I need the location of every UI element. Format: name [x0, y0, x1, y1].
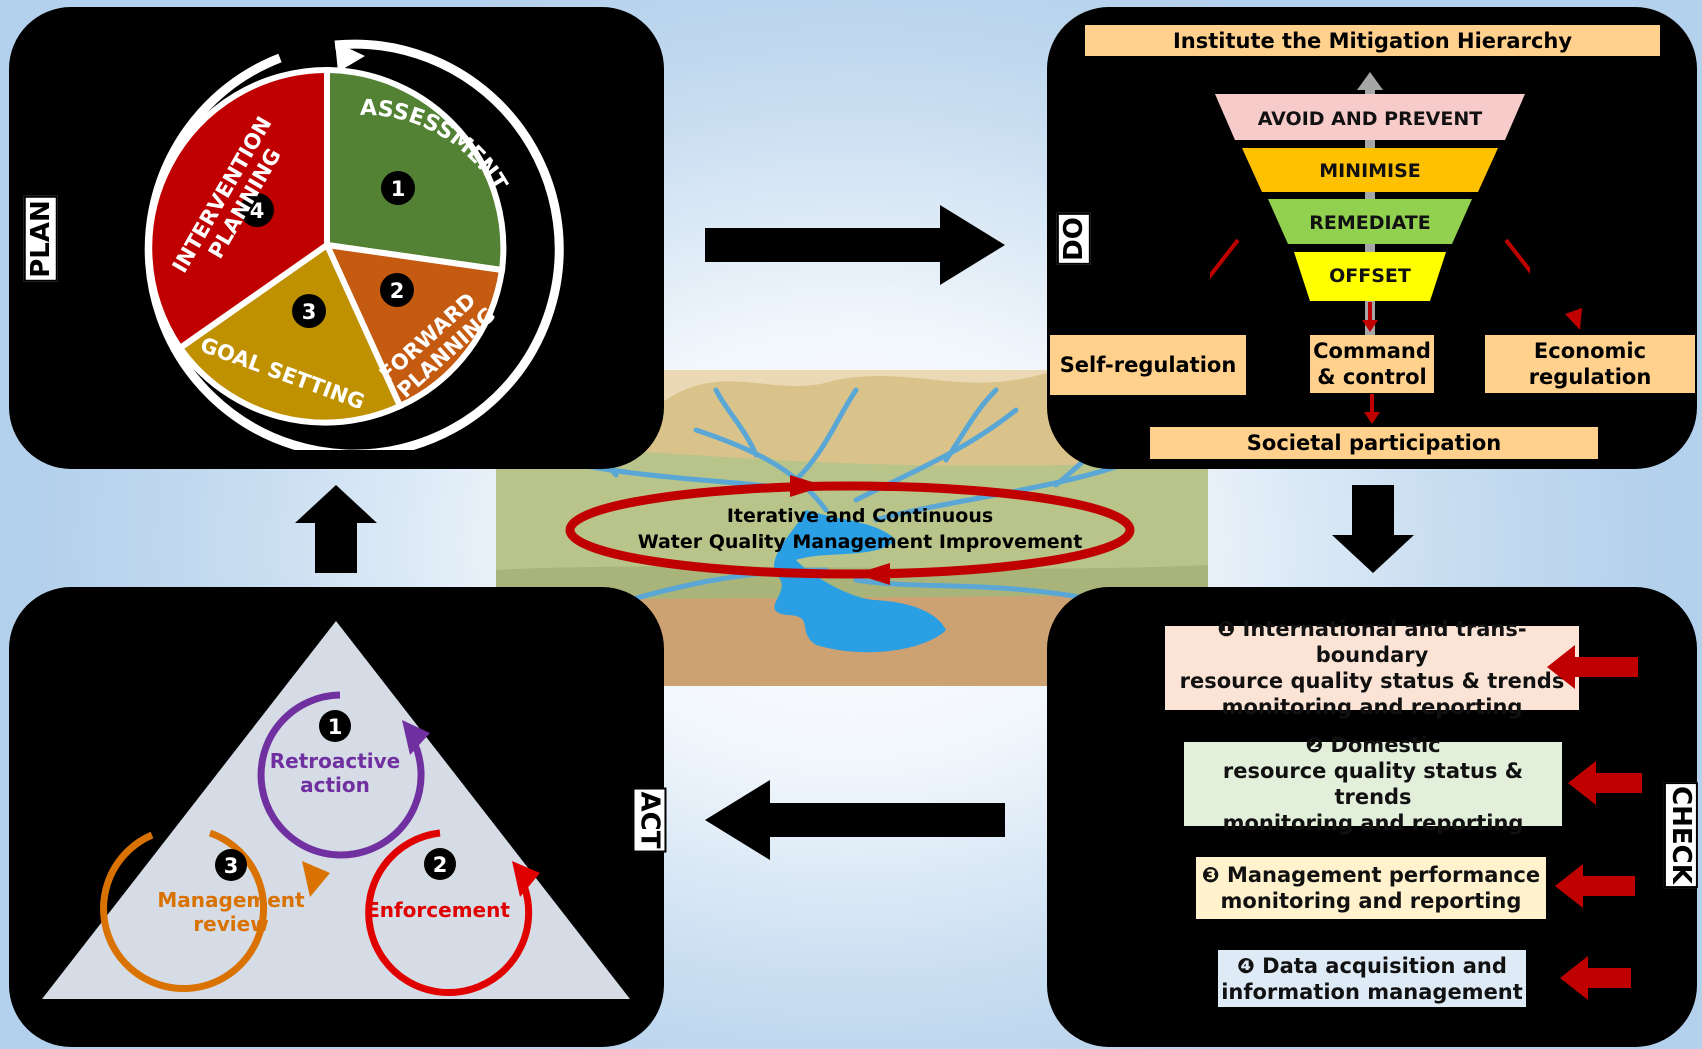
arrow-to-economic	[1565, 308, 1582, 330]
retroactive-number: 1	[328, 715, 343, 739]
loop-arrowhead-bottom	[855, 563, 890, 585]
enforcement-label: Enforcement	[366, 898, 510, 922]
tier-remediate-label: REMEDIATE	[1309, 212, 1431, 234]
do-label: DO	[1056, 213, 1091, 265]
loop-arrowhead-top	[790, 475, 825, 497]
arrow-do-to-check	[1332, 485, 1414, 573]
intervention-number: 4	[250, 199, 265, 223]
tier-avoid-prevent-label: AVOID AND PREVENT	[1258, 108, 1483, 130]
check-arrow-4	[1560, 956, 1631, 1000]
act-triangle-diagram: 1 2 3 Retroactive action Enforcement Man…	[42, 621, 630, 999]
management-label-line1: Management	[157, 888, 305, 912]
forward-planning-number: 2	[390, 279, 405, 303]
economic-regulation-box: Economic regulation	[1485, 335, 1695, 393]
assessment-number: 1	[391, 177, 406, 201]
tier-remediate	[1268, 199, 1472, 244]
arrow-to-societal	[1364, 394, 1380, 424]
retroactive-cycle	[257, 691, 425, 859]
management-review-cycle	[100, 829, 268, 992]
retroactive-label-line1: Retroactive	[270, 749, 401, 773]
segment-intervention-planning	[146, 66, 330, 353]
mitigation-banner: Institute the Mitigation Hierarchy	[1085, 25, 1660, 56]
command-line2: & control	[1317, 365, 1427, 389]
loop-caption-line2: Water Quality Management Improvement	[637, 531, 1083, 553]
loop-caption-line1: Iterative and Continuous	[726, 505, 994, 527]
check-arrow-3	[1555, 864, 1635, 908]
check-item-4: ❹ Data acquisition and information manag…	[1218, 950, 1526, 1007]
enforcement-cycle	[365, 829, 533, 997]
check-arrow-2	[1568, 761, 1642, 805]
check-arrows	[1547, 645, 1642, 1000]
act-triangle	[42, 621, 630, 999]
plan-cycle-wheel: 1 2 3 4 ASSESSMENT FORWARD PLANNING GOAL…	[144, 39, 564, 450]
check-item-2: ❷ Domestic resource quality status & tre…	[1184, 733, 1562, 835]
check-arrow-1	[1547, 645, 1638, 689]
command-control-box: Command & control	[1310, 335, 1434, 393]
check-item-3: ❸ Management performance monitoring and …	[1196, 857, 1546, 919]
retroactive-label-line2: action	[300, 773, 370, 797]
tier-offset	[1294, 252, 1446, 301]
command-line1: Command	[1313, 339, 1431, 363]
tier-minimise	[1242, 148, 1498, 192]
management-review-number: 3	[224, 854, 239, 878]
tier-avoid-prevent	[1215, 94, 1525, 140]
societal-participation-box: Societal participation	[1150, 427, 1598, 459]
economic-line1: Economic	[1533, 339, 1647, 363]
enforcement-number: 2	[433, 853, 448, 877]
tier-minimise-label: MINIMISE	[1319, 160, 1421, 182]
plan-label: PLAN	[23, 196, 58, 282]
segment-assessment	[324, 66, 507, 274]
arrow-plan-to-do	[705, 205, 1005, 285]
mitigation-funnel: AVOID AND PREVENT MINIMISE REMEDIATE OFF…	[1210, 72, 1530, 338]
goal-setting-number: 3	[302, 300, 317, 324]
segment-forward-planning	[322, 241, 506, 410]
arrow-check-to-act	[705, 780, 1005, 860]
arrow-act-to-plan	[295, 485, 377, 573]
economic-line2: regulation	[1528, 365, 1652, 389]
check-item-1: ❶ International and trans-boundary resou…	[1165, 617, 1579, 719]
self-regulation-box: Self-regulation	[1050, 335, 1246, 395]
segment-goal-setting	[175, 240, 404, 426]
ring-arrowhead	[335, 42, 365, 72]
tier-offset-label: OFFSET	[1329, 265, 1411, 287]
improvement-loop	[565, 475, 1135, 585]
management-label-line2: review	[193, 912, 268, 936]
check-label: CHECK	[1663, 782, 1698, 888]
